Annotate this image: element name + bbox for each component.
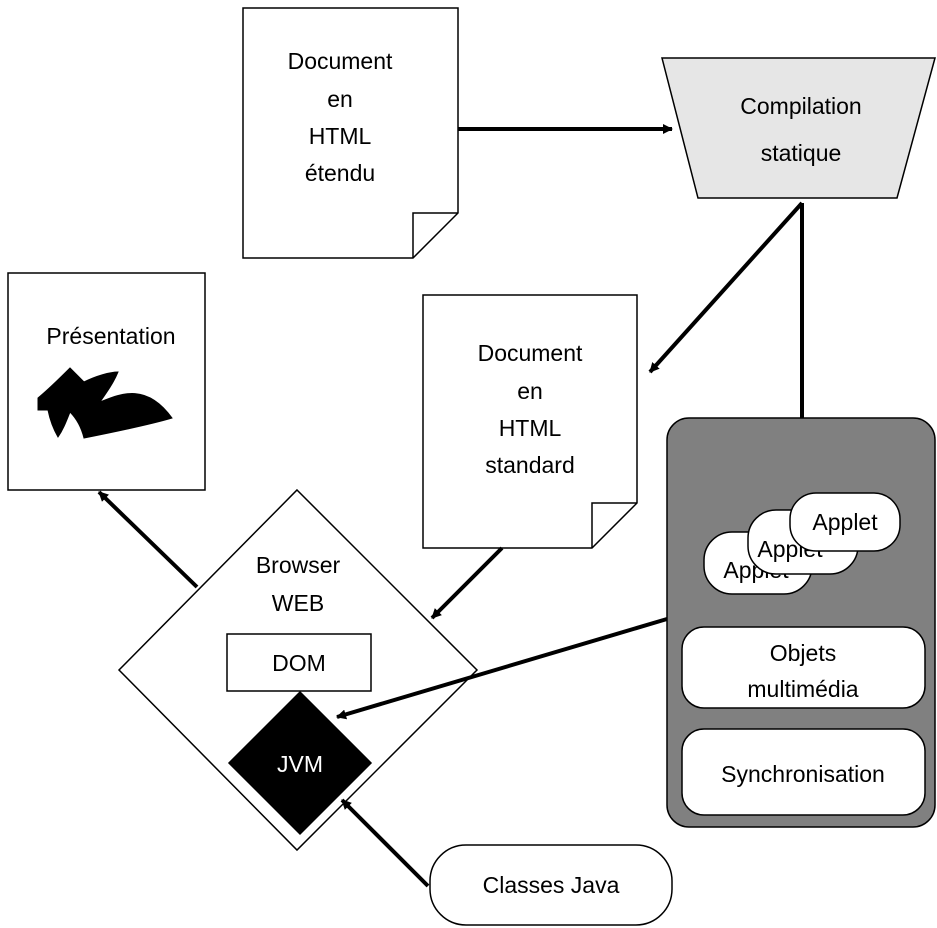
classes-java-node: Classes Java: [429, 844, 673, 926]
objets-multimedia-node: Objets multimédia: [681, 626, 926, 709]
synchronisation-node: Synchronisation: [681, 728, 926, 816]
presentation-node: Présentation: [7, 272, 206, 491]
compilation-node: Compilation statique: [661, 57, 936, 199]
dom-label: DOM: [272, 650, 326, 676]
synchronisation-label: Synchronisation: [721, 761, 885, 787]
doc-standard-line-4: standard: [485, 452, 575, 478]
jvm-node: JVM: [227, 690, 373, 836]
doc-extended-node: Document en HTML étendu: [242, 7, 459, 259]
presentation-icon: [37, 367, 173, 439]
dom-node: DOM: [226, 633, 372, 692]
doc-standard-line-2: en: [517, 378, 543, 404]
jvm-label: JVM: [277, 751, 323, 777]
doc-extended-line-1: Document: [288, 48, 393, 74]
arrow-panel-to-jvm: [336, 617, 668, 720]
arrow-browser-to-presentation: [97, 490, 199, 589]
objets-line-1: Objets: [770, 640, 836, 666]
browser-line-1: Browser: [256, 552, 341, 578]
classes-java-label: Classes Java: [483, 872, 620, 898]
applet-stack: Applet Applet Applet: [703, 492, 901, 595]
compilation-line-2: statique: [761, 140, 842, 166]
doc-standard-line-1: Document: [478, 340, 583, 366]
arrow-classes-to-jvm: [340, 798, 430, 888]
doc-extended-line-2: en: [327, 86, 353, 112]
arrow-compilation-to-doc-standard: [648, 201, 804, 374]
compilation-line-1: Compilation: [740, 93, 861, 119]
applet-card-front: [789, 492, 901, 552]
browser-line-2: WEB: [272, 590, 324, 616]
doc-extended-line-3: HTML: [309, 123, 372, 149]
presentation-label: Présentation: [46, 323, 175, 349]
doc-standard-node: Document en HTML standard: [422, 294, 638, 549]
applet-label-front: Applet: [812, 509, 878, 535]
objets-line-2: multimédia: [747, 676, 858, 702]
doc-standard-line-3: HTML: [499, 415, 562, 441]
arrow-doc-standard-to-browser: [430, 546, 504, 620]
doc-extended-line-4: étendu: [305, 160, 375, 186]
